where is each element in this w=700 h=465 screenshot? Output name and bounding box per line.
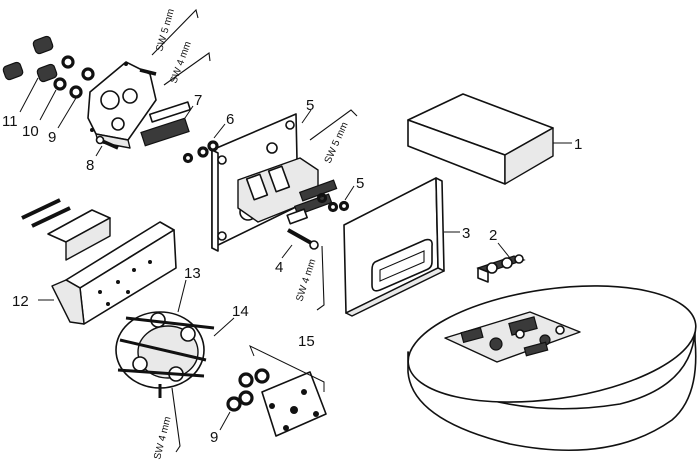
callout-8: 8 (86, 157, 94, 174)
hex-key-sw4-mid (316, 245, 325, 311)
tool-label-sw4-mid: SW 4 mm (294, 258, 318, 303)
hex-key-sw4-bottom (171, 387, 181, 453)
leader-14 (213, 317, 235, 337)
callout-15: 15 (298, 333, 315, 350)
callout-9b: 9 (210, 429, 218, 446)
leader-11 (19, 77, 39, 113)
leader-4 (281, 244, 293, 259)
leader-6 (213, 123, 226, 139)
callout-13: 13 (184, 265, 201, 282)
part-6-o-rings (197, 140, 219, 158)
hex-key-sw4-top (163, 52, 211, 86)
screw-small-top (139, 68, 157, 76)
callout-10: 10 (22, 123, 39, 140)
packaged-components (444, 311, 581, 363)
hex-key-sw5-mid (309, 109, 358, 141)
part-15-frame (261, 371, 327, 437)
tool-label-sw4-bottom: SW 4 mm (152, 415, 173, 460)
part-11-filters (2, 35, 58, 83)
callout-6: 6 (226, 111, 234, 128)
callout-11: 11 (2, 113, 18, 130)
callout-3: 3 (462, 225, 470, 242)
part-10-seal (53, 55, 75, 91)
part-2-clip (476, 254, 526, 283)
part-7-cartridge (140, 101, 192, 147)
o-ring-small (182, 152, 194, 164)
callout-14: 14 (232, 303, 249, 320)
packaging-oval-box (407, 285, 697, 452)
callout-2: 2 (489, 227, 497, 244)
callout-12: 12 (12, 293, 29, 310)
callout-1: 1 (574, 136, 582, 153)
leader-5b (344, 185, 355, 201)
valve-body-assembly (237, 157, 350, 225)
leader-15-bracket (249, 344, 325, 392)
callout-5b: 5 (356, 175, 364, 192)
leader-2 (497, 242, 511, 259)
leader-10 (39, 89, 57, 121)
callout-7: 7 (194, 92, 202, 109)
tool-label-sw4-top: SW 4 mm (168, 40, 193, 85)
part-9-seal (69, 67, 95, 99)
leader-13 (177, 279, 187, 313)
part-4-screw (287, 228, 319, 250)
leader-9b (219, 411, 231, 431)
diverter-body (87, 61, 157, 149)
part-14-screws (117, 316, 215, 398)
callout-9a: 9 (48, 129, 56, 146)
part-1-box (407, 93, 554, 185)
leader-9a (57, 97, 77, 129)
leader-8 (95, 145, 103, 157)
hex-key-sw5-top (151, 8, 199, 56)
part-12-spacer (51, 221, 177, 325)
part-8-screw (95, 135, 119, 150)
part-3-cover-plate (343, 177, 445, 317)
part-9-seal-rings-bottom (226, 368, 270, 412)
spacer-pins-bracket (21, 198, 111, 261)
leader-5a (301, 109, 312, 124)
callout-5a: 5 (306, 97, 314, 114)
callout-4: 4 (275, 259, 283, 276)
tool-label-sw5-top: SW 5 mm (154, 8, 177, 53)
leader-7 (184, 105, 194, 119)
